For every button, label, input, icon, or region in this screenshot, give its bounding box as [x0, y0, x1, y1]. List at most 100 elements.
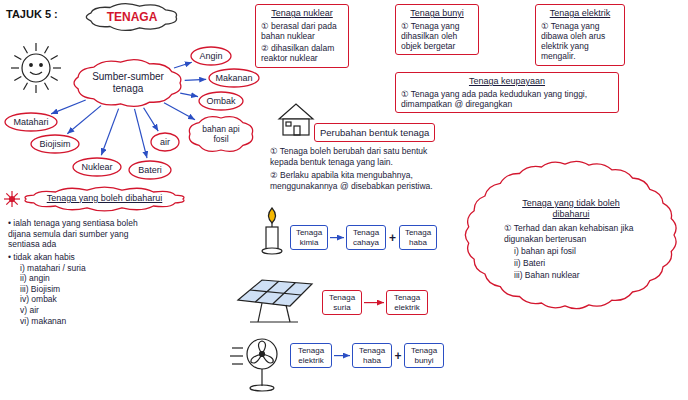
- sun-ray: [24, 46, 28, 53]
- candle-base: [262, 248, 282, 254]
- sunburst-ray: [11, 191, 12, 196]
- source-oval: air: [150, 132, 180, 152]
- box-text: Makanan: [215, 73, 252, 84]
- box-text: Biojisim: [39, 139, 70, 150]
- topic-cloud: TENAGA: [84, 2, 180, 32]
- arrow-connector: [174, 62, 192, 68]
- sun-face: [22, 54, 50, 82]
- oval-border: [209, 69, 259, 87]
- energy-box: Tenaga elektrik: [290, 343, 332, 368]
- sunburst-ray: [6, 201, 10, 205]
- oval-border: [73, 158, 121, 176]
- energy-box: Tenaga kimia: [290, 225, 328, 250]
- wind-line: [232, 347, 243, 348]
- arrow-connector: [144, 108, 159, 131]
- box-text: ① berasal dari pada bahan nuklear: [261, 21, 343, 41]
- note-text: i) matahari / suria: [8, 263, 158, 274]
- box-text: Angin: [199, 51, 222, 62]
- box-text: TENAGA: [107, 10, 158, 24]
- arrow-connector: [185, 79, 207, 80]
- definition-box: Tenaga bunyi① Tenaga yang dihasilkan ole…: [395, 4, 479, 55]
- solar-panel: [238, 280, 312, 306]
- note-text: v) air: [8, 305, 158, 316]
- box-heading: Tenaga nuklear: [261, 8, 343, 19]
- oval-border: [151, 133, 179, 151]
- box-text: Tenaga bunyi: [407, 346, 441, 365]
- candle-wick: [271, 223, 272, 227]
- box-text: Perubahan bentuk tenaga: [320, 127, 429, 138]
- energy-box: Tenaga bunyi: [404, 343, 444, 368]
- box-text: ② dihasilkan dalam reaktor nuklear: [261, 43, 343, 63]
- source-oval: Biojisim: [30, 134, 80, 154]
- cloud-border: [465, 161, 676, 308]
- sunburst-ray: [14, 193, 18, 197]
- note-text: iii) Biojisim: [8, 284, 158, 295]
- panel-ground: [250, 321, 298, 322]
- box-text: Tenaga suria: [325, 293, 359, 312]
- house-roof: [279, 104, 313, 119]
- sunburst-core: [10, 197, 15, 202]
- note-text: • ialah tenaga yang sentiasa boleh dijan…: [8, 218, 158, 250]
- panel-leg: [258, 303, 262, 322]
- arrow-connector: [51, 100, 86, 114]
- box-text: Nuklear: [81, 162, 112, 173]
- house-door: [294, 126, 300, 135]
- house-icon: [279, 104, 313, 135]
- arrow-connector: [364, 302, 384, 303]
- box-heading: Tenaga elektrik: [541, 8, 619, 19]
- oval-border: [191, 47, 231, 65]
- note-text: iv) ombak: [8, 294, 158, 305]
- sun-ray: [14, 56, 21, 60]
- cloud-border: [25, 187, 184, 211]
- oval-border: [5, 113, 57, 131]
- energy-box: Tenaga haba: [399, 225, 437, 250]
- sun-eye: [40, 64, 43, 67]
- cloud-border: [189, 117, 252, 152]
- solar-panel-icon: [238, 280, 312, 322]
- box-text: Tenaga haba: [402, 228, 434, 247]
- box-text: Tenaga elektrik: [293, 346, 329, 365]
- sunburst-ray: [14, 201, 18, 205]
- arrow-connector: [180, 93, 198, 97]
- sun-ray: [35, 85, 36, 93]
- energy-box: Tenaga cahaya: [346, 225, 386, 250]
- energy-box: Tenaga haba: [352, 343, 392, 368]
- sun-smile: [30, 72, 42, 75]
- sun-ray: [51, 56, 58, 60]
- panel-leg: [286, 305, 290, 322]
- box-text: Sumber-sumber tenaga: [86, 71, 170, 95]
- fan-hub: [260, 352, 265, 357]
- sun-ray: [35, 43, 36, 51]
- note-column: ① Tenaga boleh berubah dari satu bentuk …: [270, 146, 456, 192]
- panel-grid: [250, 290, 301, 295]
- sun-ray: [53, 67, 61, 68]
- sun-ray: [24, 83, 28, 90]
- note-text: ② Berlaku apabila kita mengubahnya, meng…: [270, 170, 456, 191]
- source-oval: Matahari: [4, 112, 58, 132]
- box-heading: Tenaga yang tidak boleh dibaharui: [504, 198, 638, 220]
- sunburst-ray: [11, 202, 12, 207]
- sunburst-ray: [6, 193, 10, 197]
- plus-sign: +: [394, 350, 401, 362]
- cloud-border: [74, 60, 181, 107]
- energy-box: Tenaga suria: [322, 290, 362, 315]
- fan-base: [250, 385, 274, 391]
- box-text: ① Terhad dan akan kehabisan jika digunak…: [504, 223, 638, 243]
- box-text: ① Tenaga yang dibawa oleh arus elektrik …: [541, 21, 619, 62]
- box-text: Matahari: [13, 117, 48, 128]
- cloud-border: [86, 4, 176, 31]
- sun-ray: [51, 77, 58, 81]
- fan-icon: [230, 339, 277, 391]
- note-text: vi) makanan: [8, 316, 158, 327]
- box-heading: Tenaga keupayaan: [401, 76, 613, 87]
- oval-border: [31, 135, 79, 153]
- fan-guard: [247, 339, 277, 369]
- source-oval: Makanan: [208, 68, 260, 88]
- box-heading: Tenaga yang boleh dibaharui: [47, 193, 163, 204]
- note-column: • ialah tenaga yang sentiasa boleh dijan…: [8, 218, 158, 326]
- candle-icon: [262, 208, 282, 254]
- summary-cloud: Tenaga yang tidak boleh dibaharui ① Terha…: [464, 160, 678, 310]
- arrow-connector: [334, 355, 350, 356]
- page-title: TAJUK 5 :: [6, 8, 58, 20]
